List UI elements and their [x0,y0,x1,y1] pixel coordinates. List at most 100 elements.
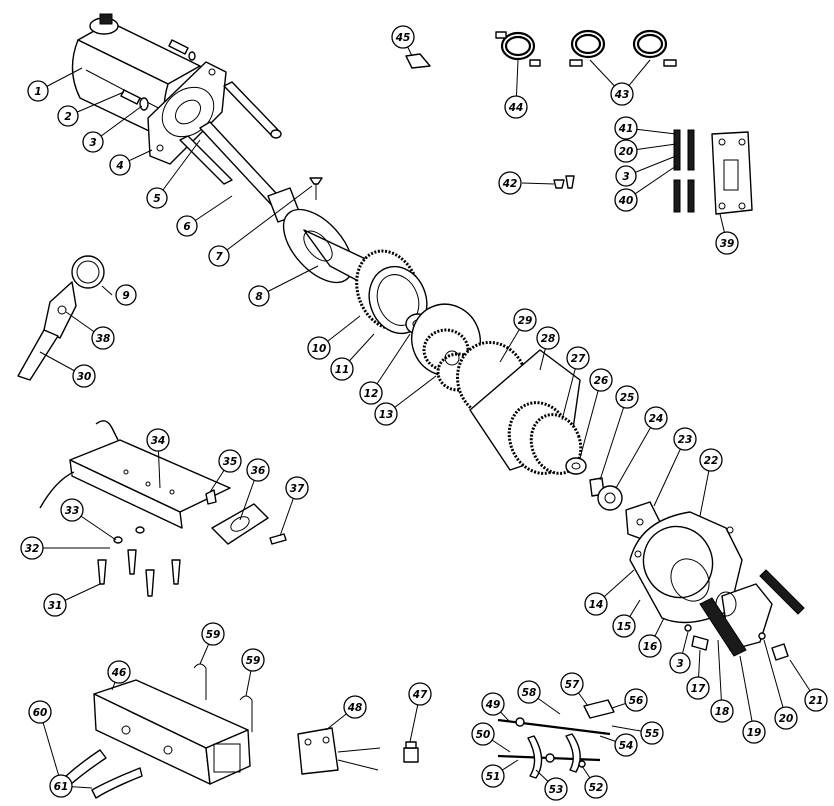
svg-text:55: 55 [645,728,660,740]
part-plate-bolts [97,489,287,597]
callout-57: 57 [560,672,584,696]
svg-text:9: 9 [122,290,129,302]
svg-text:34: 34 [151,435,166,447]
callout-3c: 3 [615,165,637,187]
callout-18: 18 [710,699,734,723]
callout-3: 3 [82,131,104,153]
callout-14: 14 [584,592,608,616]
callout-6: 6 [176,215,198,237]
part-end-housing [629,511,743,624]
callout-50: 50 [471,722,495,746]
svg-text:58: 58 [522,687,537,699]
callout-56: 56 [624,688,648,712]
svg-text:16: 16 [643,641,658,653]
svg-text:25: 25 [620,392,635,404]
svg-text:12: 12 [364,388,379,400]
part-mounting-plate [39,420,231,529]
svg-text:45: 45 [395,32,411,44]
svg-text:3: 3 [89,137,96,149]
part-plug [403,741,419,763]
callout-22: 22 [699,448,723,472]
callout-28: 28 [536,326,560,350]
part-thrust-washer [565,457,587,475]
callout-15: 15 [612,614,636,638]
svg-text:17: 17 [691,683,706,695]
callout-29: 29 [513,308,537,332]
svg-text:23: 23 [678,434,693,446]
callout-9: 9 [115,284,137,306]
callout-19: 19 [742,720,766,744]
svg-text:21: 21 [809,695,824,707]
callout-40: 40 [614,188,638,212]
svg-text:22: 22 [704,455,719,467]
callout-20b: 20 [774,706,798,730]
callout-17: 17 [686,676,710,700]
svg-text:43: 43 [614,89,630,101]
svg-text:13: 13 [379,409,394,421]
callout-8: 8 [248,285,270,307]
svg-text:46: 46 [111,667,127,679]
callout-55: 55 [640,721,664,745]
callout-49: 49 [481,692,505,716]
part-shift-linkage [497,699,615,779]
svg-text:19: 19 [747,727,762,739]
callout-2: 2 [57,105,79,127]
part-output-gear [529,413,583,475]
callout-46: 46 [107,660,131,684]
svg-text:44: 44 [508,102,524,114]
callout-31: 31 [43,593,67,617]
callout-13: 13 [374,402,398,426]
part-small-bolts [684,624,766,651]
part-fairlead [211,503,269,545]
callout-24: 24 [644,406,668,430]
callout-7: 7 [208,245,230,267]
callout-54: 54 [614,733,638,757]
part-contactor [711,131,753,215]
part-hitch-pins [193,663,253,732]
svg-text:20: 20 [779,713,794,725]
svg-text:26: 26 [594,375,609,387]
svg-text:61: 61 [54,781,69,793]
svg-text:5: 5 [153,193,160,205]
callout-58: 58 [517,680,541,704]
svg-text:37: 37 [290,483,305,495]
svg-text:54: 54 [619,740,634,752]
svg-text:28: 28 [541,333,556,345]
callout-21: 21 [804,688,828,712]
svg-text:33: 33 [65,505,80,517]
svg-text:18: 18 [715,706,730,718]
part-small-screws [553,175,575,189]
callout-33: 33 [60,498,84,522]
callout-39: 39 [715,231,739,255]
callout-45: 45 [391,25,415,49]
svg-text:40: 40 [618,195,634,207]
callout-4: 4 [109,154,131,176]
callout-61: 61 [49,774,73,798]
callout-44: 44 [504,95,528,119]
svg-text:24: 24 [649,413,664,425]
callout-16: 16 [638,634,662,658]
callout-52: 52 [584,775,608,799]
callout-42: 42 [498,171,522,195]
svg-text:38: 38 [96,333,111,345]
part-hook-and-strap [17,255,105,381]
svg-text:59: 59 [246,655,261,667]
svg-text:4: 4 [115,160,123,172]
svg-text:59: 59 [206,629,221,641]
svg-text:30: 30 [77,371,92,383]
part-wedge [405,53,431,69]
svg-text:14: 14 [589,599,604,611]
svg-text:36: 36 [251,465,266,477]
callout-26: 26 [589,368,613,392]
part-terminal-hardware [673,129,695,213]
svg-text:10: 10 [312,343,327,355]
svg-text:11: 11 [335,364,350,376]
svg-text:60: 60 [33,707,48,719]
callout-59a: 59 [201,622,225,646]
svg-text:1: 1 [34,86,41,98]
callout-3b: 3 [669,652,691,674]
callout-38: 38 [91,326,115,350]
part-motor-bolt [120,39,196,111]
svg-text:29: 29 [518,315,533,327]
